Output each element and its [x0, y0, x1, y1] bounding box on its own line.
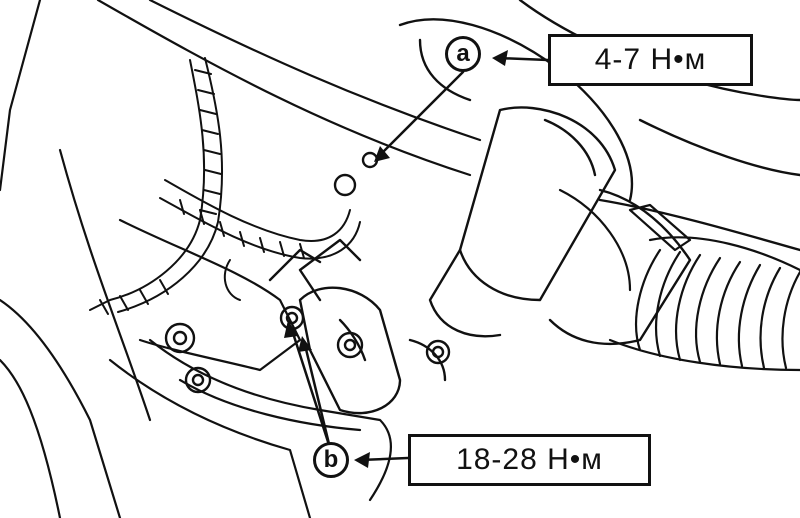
hose-clip	[558, 188, 692, 292]
wiring-harness	[89, 57, 361, 315]
torque-label-b: 18-28 Н•м	[408, 434, 651, 486]
lower-bracket	[108, 218, 392, 518]
actuator-body	[428, 106, 692, 346]
rubber-boot	[608, 236, 800, 372]
torque-label-a: 4-7 Н•м	[548, 34, 753, 86]
sensor-body	[268, 238, 447, 415]
bolt-heads	[164, 151, 451, 394]
frame-member	[0, 0, 482, 518]
callout-arrowheads	[284, 50, 508, 468]
callout-a-marker: a	[445, 36, 481, 72]
callout-b-marker: b	[313, 442, 349, 478]
